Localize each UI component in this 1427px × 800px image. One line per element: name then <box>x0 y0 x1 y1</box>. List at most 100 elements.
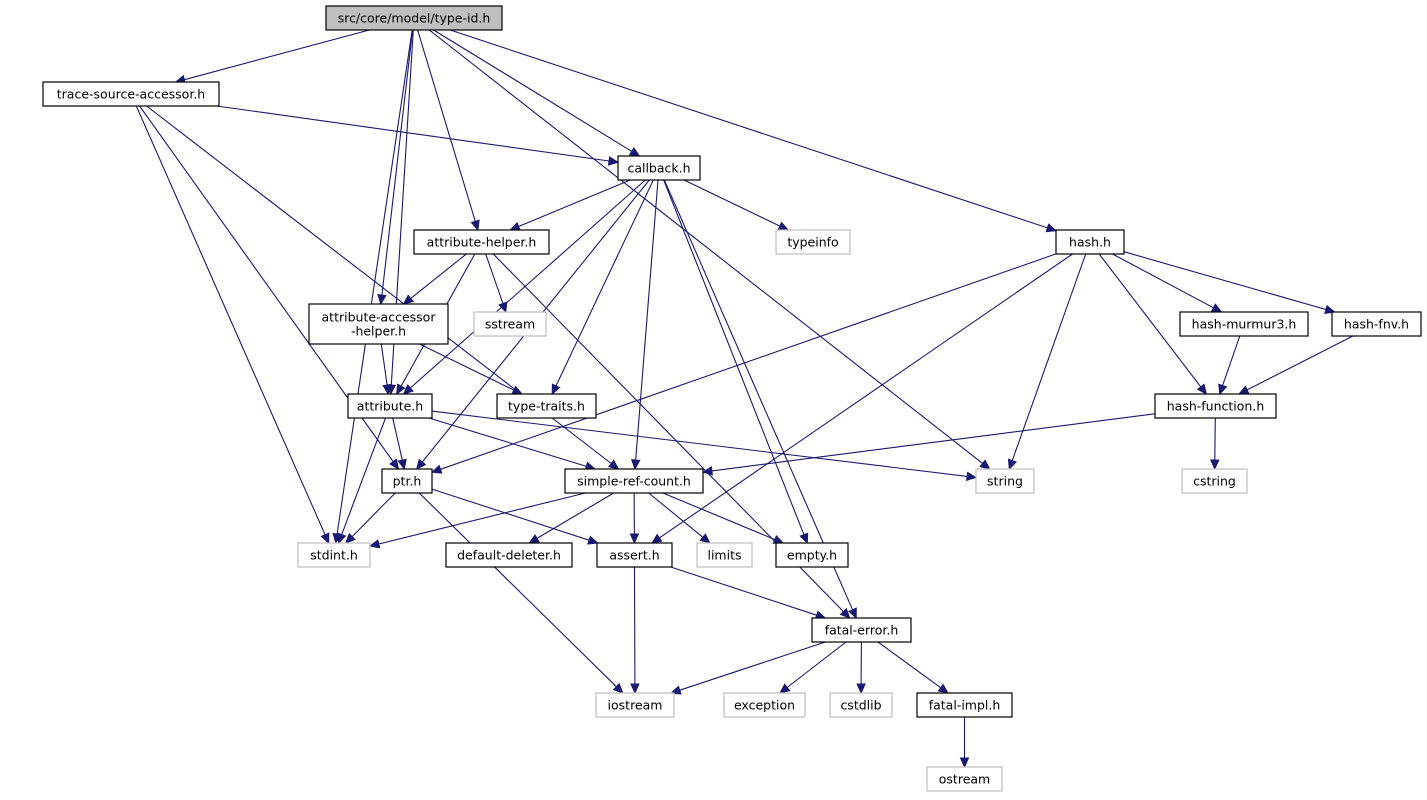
edge-line <box>659 253 1073 539</box>
edge-line <box>518 179 631 228</box>
edge-line <box>1214 417 1216 461</box>
node-attribute[interactable]: attribute.h <box>347 393 433 419</box>
edge-arrowhead <box>856 683 866 695</box>
node-ptr[interactable]: ptr.h <box>381 468 433 494</box>
node-box <box>297 542 371 568</box>
node-box <box>723 692 806 718</box>
edge-attribute-to-string <box>431 410 978 481</box>
edge-hash-to-hashfunc <box>1098 253 1208 395</box>
node-label: empty.h <box>787 548 837 563</box>
edge-fatal-to-cstdlib <box>856 641 866 695</box>
edge-line <box>419 343 515 391</box>
edge-arrowhead <box>430 464 443 474</box>
node-typeinfo: typeinfo <box>775 229 851 255</box>
node-murmur3[interactable]: hash-murmur3.h <box>1179 311 1309 337</box>
node-callback[interactable]: callback.h <box>617 155 701 181</box>
edge-callback-to-srcount <box>630 179 659 471</box>
node-aah[interactable]: attribute-accessor-helper.h <box>308 303 449 345</box>
nodes-layer: src/core/model/type-id.h trace-source-acc… <box>42 5 1422 792</box>
node-fatalimpl[interactable]: fatal-impl.h <box>916 692 1013 718</box>
node-defdel[interactable]: default-deleter.h <box>445 542 573 568</box>
edge-arrowhead <box>1045 223 1058 233</box>
node-fatal[interactable]: fatal-error.h <box>811 617 912 643</box>
edge-arrowhead <box>551 383 561 396</box>
edge-arrowhead <box>337 532 347 545</box>
edge-arrowhead <box>1210 459 1220 471</box>
edge-line <box>711 413 1156 472</box>
node-srcount[interactable]: simple-ref-count.h <box>564 468 704 494</box>
edge-ptr-to-stdint <box>344 492 396 544</box>
edge-arrowhead <box>368 539 381 549</box>
edge-line <box>536 492 614 539</box>
node-limits: limits <box>696 542 753 568</box>
node-box <box>775 542 849 568</box>
edge-line <box>786 641 847 688</box>
edge-aah-to-typetraits <box>419 343 524 395</box>
edge-line <box>648 492 704 538</box>
edge-arrowhead <box>607 156 620 166</box>
edge-line <box>409 179 646 389</box>
edge-arrowhead <box>772 535 785 544</box>
edge-arrowhead <box>699 533 711 544</box>
edge-arrowhead <box>966 471 978 481</box>
node-fnv[interactable]: hash-fnv.h <box>1331 311 1422 337</box>
edge-arrowhead <box>377 294 387 306</box>
edge-arrowhead <box>587 535 599 545</box>
node-label: string <box>987 474 1023 489</box>
node-label: limits <box>707 548 741 563</box>
edge-line <box>184 29 370 81</box>
edge-arrowhead <box>612 682 624 694</box>
node-hash[interactable]: hash.h <box>1055 229 1125 255</box>
node-label: attribute-accessor <box>322 310 437 325</box>
edge-arrowhead <box>397 458 407 471</box>
edge-line <box>378 492 586 545</box>
node-tsa[interactable]: trace-source-accessor.h <box>42 81 220 107</box>
node-stdint: stdint.h <box>297 542 371 568</box>
node-label: cstring <box>1193 474 1236 489</box>
node-attr-helper[interactable]: attribute-helper.h <box>413 229 550 255</box>
edge-line <box>351 492 396 537</box>
edge-arrowhead <box>402 294 415 305</box>
edge-arrowhead <box>777 221 790 231</box>
edge-srcount-to-stdint <box>368 492 586 549</box>
node-label: attribute-helper.h <box>427 235 537 250</box>
edge-hash-to-ptr <box>430 253 1057 474</box>
edge-line <box>410 253 467 299</box>
node-box <box>445 542 573 568</box>
edge-srcount-to-empty <box>662 492 785 544</box>
edge-hash-to-fnv <box>1123 251 1336 315</box>
node-box <box>595 692 675 718</box>
edge-arrowhead <box>607 459 620 470</box>
edge-arrowhead <box>629 533 640 545</box>
edge-line <box>392 417 403 461</box>
edge-murmur3-to-hashfunc <box>1218 335 1241 396</box>
edge-line <box>662 492 776 541</box>
edge-line <box>555 179 654 387</box>
node-box <box>775 229 851 255</box>
edge-aah-to-attribute <box>380 343 392 396</box>
node-box <box>1179 311 1309 337</box>
edge-assert-to-iostream <box>630 566 640 695</box>
node-type-id[interactable]: src/core/model/type-id.h <box>325 5 503 31</box>
edge-line <box>428 29 983 464</box>
edge-callback-to-attribute <box>402 179 646 395</box>
node-hashfunc[interactable]: hash-function.h <box>1154 393 1277 419</box>
edge-type-id-to-aah <box>377 29 414 306</box>
node-box <box>308 303 449 345</box>
node-empty[interactable]: empty.h <box>775 542 849 568</box>
edge-line <box>1222 335 1241 386</box>
edge-line <box>380 343 388 386</box>
edge-tsa-to-callback <box>216 105 620 166</box>
edge-arrowhead <box>509 221 521 231</box>
node-assert[interactable]: assert.h <box>596 542 673 568</box>
edge-type-id-to-tsa <box>174 29 370 85</box>
node-typetraits[interactable]: type-traits.h <box>496 393 597 419</box>
edge-fatal-to-fatalimpl <box>877 641 949 694</box>
node-label: ostream <box>939 772 990 787</box>
edge-srcount-to-limits <box>648 492 711 544</box>
edge-line <box>216 105 610 162</box>
node-label: -helper.h <box>351 324 406 339</box>
edge-line <box>450 29 1048 229</box>
edge-arrowhead <box>670 685 682 695</box>
